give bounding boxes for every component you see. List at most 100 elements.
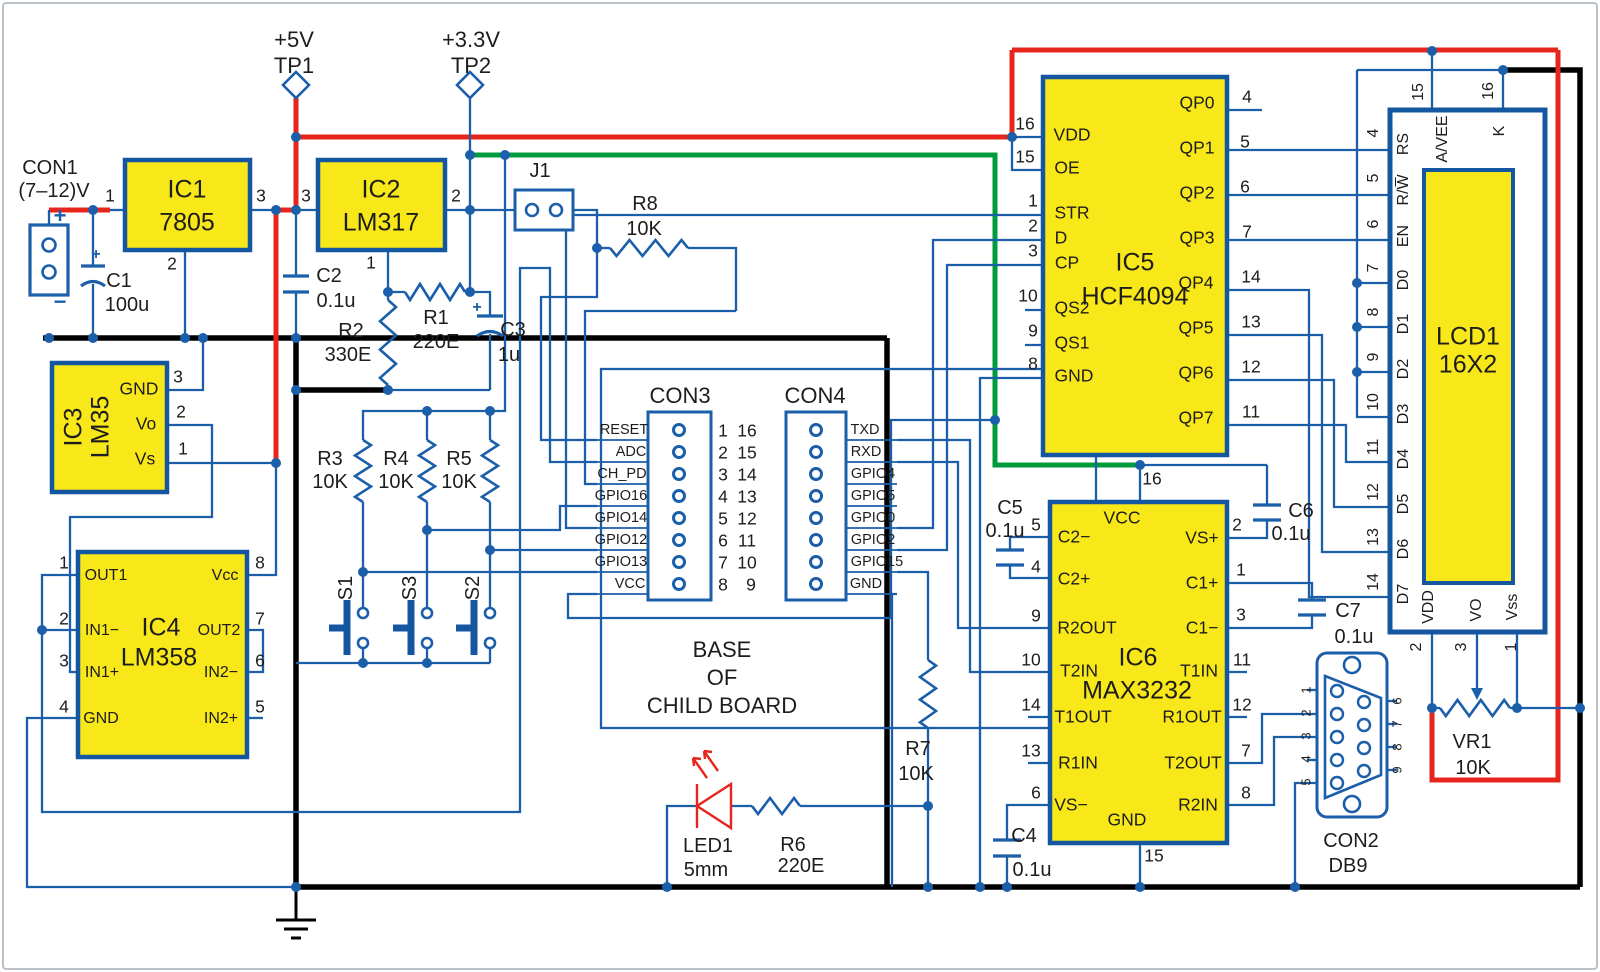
led1-name: LED1 [682,835,734,857]
ic2-box [315,157,448,253]
ic4-pin-label: GND [83,710,119,727]
lcd-pin-number: 7 [1365,263,1382,273]
vr1-wiper-arrow [1471,688,1483,700]
connector-label-rules [596,439,897,595]
ic3-pin-label: GND [119,378,159,399]
ic6-pin-label: T1IN [1180,660,1218,681]
ic4-pin-number: 5 [255,696,265,717]
con3-label: ADC [615,443,647,460]
ic3-pin-number: 1 [178,438,188,459]
ic2-part: LM317 [342,208,420,237]
ic4-part: LM358 [120,643,198,672]
con4-label: TXD [850,421,880,438]
s2-name: S2 [462,575,484,601]
r1-name: R1 [423,307,449,329]
lcd-part: 16X2 [1438,350,1498,379]
con3-number: 1 [718,420,728,441]
con1-plus-sign: + [53,203,67,228]
con2-pin-number: 9 [1389,766,1405,774]
con4-box [784,410,848,602]
ic6-pin-label: T2IN [1060,660,1098,681]
vr1-name: VR1 [1452,731,1492,753]
lcd-pin-number: 6 [1365,219,1382,229]
ic1-part: 7805 [159,208,215,237]
lcd-pin-label: D6 [1395,538,1412,560]
tp2-name: TP2 [450,53,492,78]
tp2-voltage: +3.3V [441,27,501,52]
lcd-pin-number: 14 [1365,573,1382,591]
lcd-pin-number: 11 [1365,438,1382,456]
ic4-pin-label: IN1− [84,622,120,639]
lcd-pin-number: 3 [1453,642,1470,652]
ic6-pin-number: 5 [1031,514,1041,535]
ic6-pin-number: 12 [1232,694,1252,715]
ic6-pin-number: 7 [1241,740,1251,761]
lcd-pin-number: 15 [1410,83,1427,101]
ic5-pin-number: 16 [1015,113,1035,134]
con2-pin-number: 4 [1298,755,1314,763]
ic4-pin-label: Vcc [211,567,239,584]
lcd-pin-label: D1 [1395,313,1412,335]
lcd-pin-number: 12 [1365,483,1382,501]
ic5-pin-label: D [1054,227,1068,248]
ic5-pin-number: 7 [1242,221,1252,242]
ic5-part: HCF4094 [1081,282,1189,311]
ic6-pin-number: 14 [1021,694,1041,715]
ic2-pin2-number: 2 [451,185,461,206]
c4-value: 0.1u [1012,859,1052,881]
c6-value: 0.1u [1271,523,1311,545]
con4-label: GPIO2 [850,531,896,548]
ic5-pin-label: CP [1054,252,1080,273]
con3-label: GPIO14 [594,509,648,526]
tp1-name: TP1 [273,53,315,78]
lcd-pin-label: D3 [1395,403,1412,425]
c4-name: C4 [1011,825,1037,847]
ic5-pin-label: QP3 [1179,227,1215,248]
c3-plus-sign: + [472,299,482,316]
ic6-pin-label: R2OUT [1057,617,1117,638]
ic6-pin-label: VCC [1103,507,1141,528]
ic2-pin1-number: 1 [366,252,376,273]
ic5-pin-label: OE [1054,157,1080,178]
note-line2: OF [706,665,738,690]
ic1-box [122,157,253,253]
con1-name: CON1 [22,157,78,179]
r4-value: 10K [378,471,414,493]
rail-3v3 [470,152,1140,468]
r1-value: 220E [412,331,460,353]
lcd-pin-number: 4 [1365,128,1382,138]
ic1-pin2-number: 2 [167,253,177,274]
ic5-pin-number: 12 [1241,356,1261,377]
ic6-pin-label: C2+ [1057,568,1091,589]
con2-pin-number: 3 [1298,732,1314,740]
ic4-pin-number: 6 [255,650,265,671]
con2-pin-number: 5 [1298,778,1314,786]
con3-label: GPIO13 [594,553,648,570]
lcd-pin-label: D7 [1395,583,1412,605]
ic3-pin-label: Vo [135,413,157,434]
ic5-pin-label: GND [1054,365,1094,386]
r2-name: R2 [338,320,364,342]
ic3-part: LM35 [86,395,115,459]
con2-pin-number: 2 [1298,709,1314,717]
ground-bus [43,67,1583,890]
ic5-pin-label: QP1 [1179,137,1215,158]
switches [329,600,497,655]
ic6-pin-number: 9 [1031,605,1041,626]
con3-label: GPIO12 [594,531,648,548]
ic6-pin-number: 13 [1021,740,1041,761]
ic3-title: IC3 [59,407,88,447]
lcd-pin-number: 8 [1365,307,1382,317]
ic4-pin-number: 7 [255,608,265,629]
ic4-box [75,549,250,760]
c1-name: C1 [106,270,132,292]
ic6-title: IC6 [1118,643,1158,672]
lcd-pin-label: VDD [1420,590,1437,624]
con2-pin-number: 6 [1389,697,1405,705]
con3-label: CH_PD [597,465,647,482]
r7-name: R7 [905,738,931,760]
lcd-pin-label: D5 [1395,493,1412,515]
con2-name: CON2 [1323,830,1379,852]
r5-value: 10K [441,471,477,493]
note-line1: BASE [692,637,752,662]
